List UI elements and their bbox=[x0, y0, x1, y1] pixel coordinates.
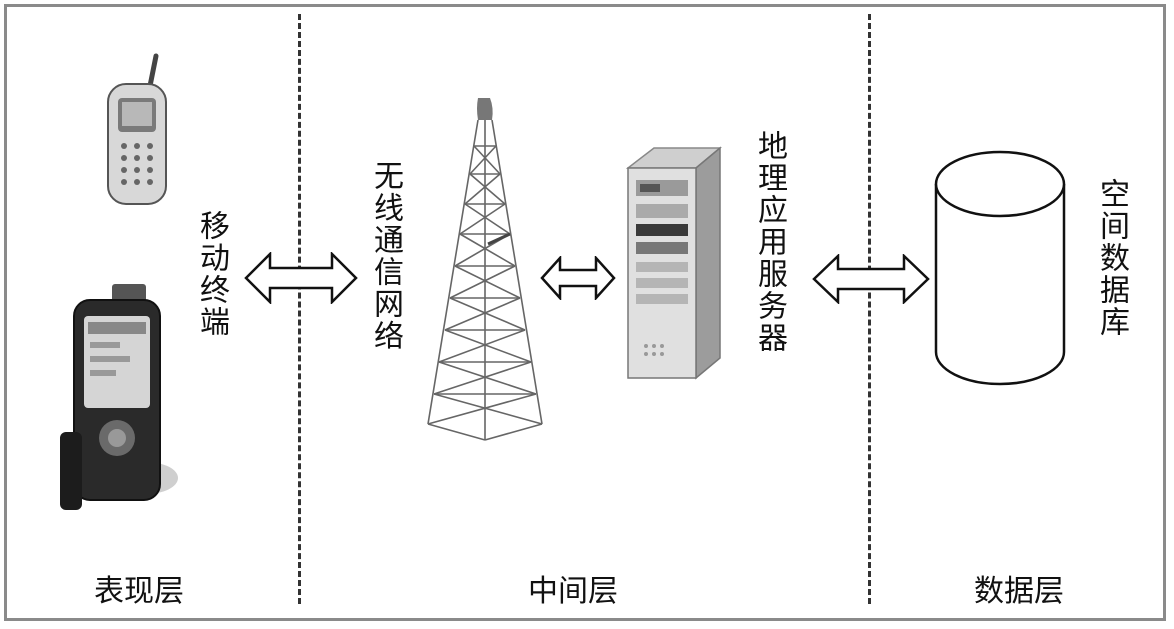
mobile-phone-icon bbox=[107, 53, 167, 205]
divider-left bbox=[298, 14, 301, 604]
label-mobile-terminal: 移动终端 bbox=[194, 210, 229, 338]
double-arrow-icon bbox=[540, 256, 616, 300]
cell-tower-icon bbox=[427, 98, 543, 441]
layer-presentation: 表现层 bbox=[94, 574, 184, 609]
label-spatial-database: 空间数据库 bbox=[1094, 178, 1129, 338]
layer-middle: 中间层 bbox=[528, 574, 618, 609]
server-icon bbox=[626, 146, 722, 380]
layer-data: 数据层 bbox=[974, 574, 1064, 609]
divider-right bbox=[868, 14, 871, 604]
pda-device-icon bbox=[60, 284, 178, 510]
double-arrow-icon bbox=[812, 254, 930, 304]
database-cylinder-icon bbox=[934, 150, 1066, 386]
label-wireless-network: 无线通信网络 bbox=[368, 160, 403, 352]
label-gis-app-server: 地理应用服务器 bbox=[752, 130, 787, 354]
double-arrow-icon bbox=[244, 252, 358, 304]
